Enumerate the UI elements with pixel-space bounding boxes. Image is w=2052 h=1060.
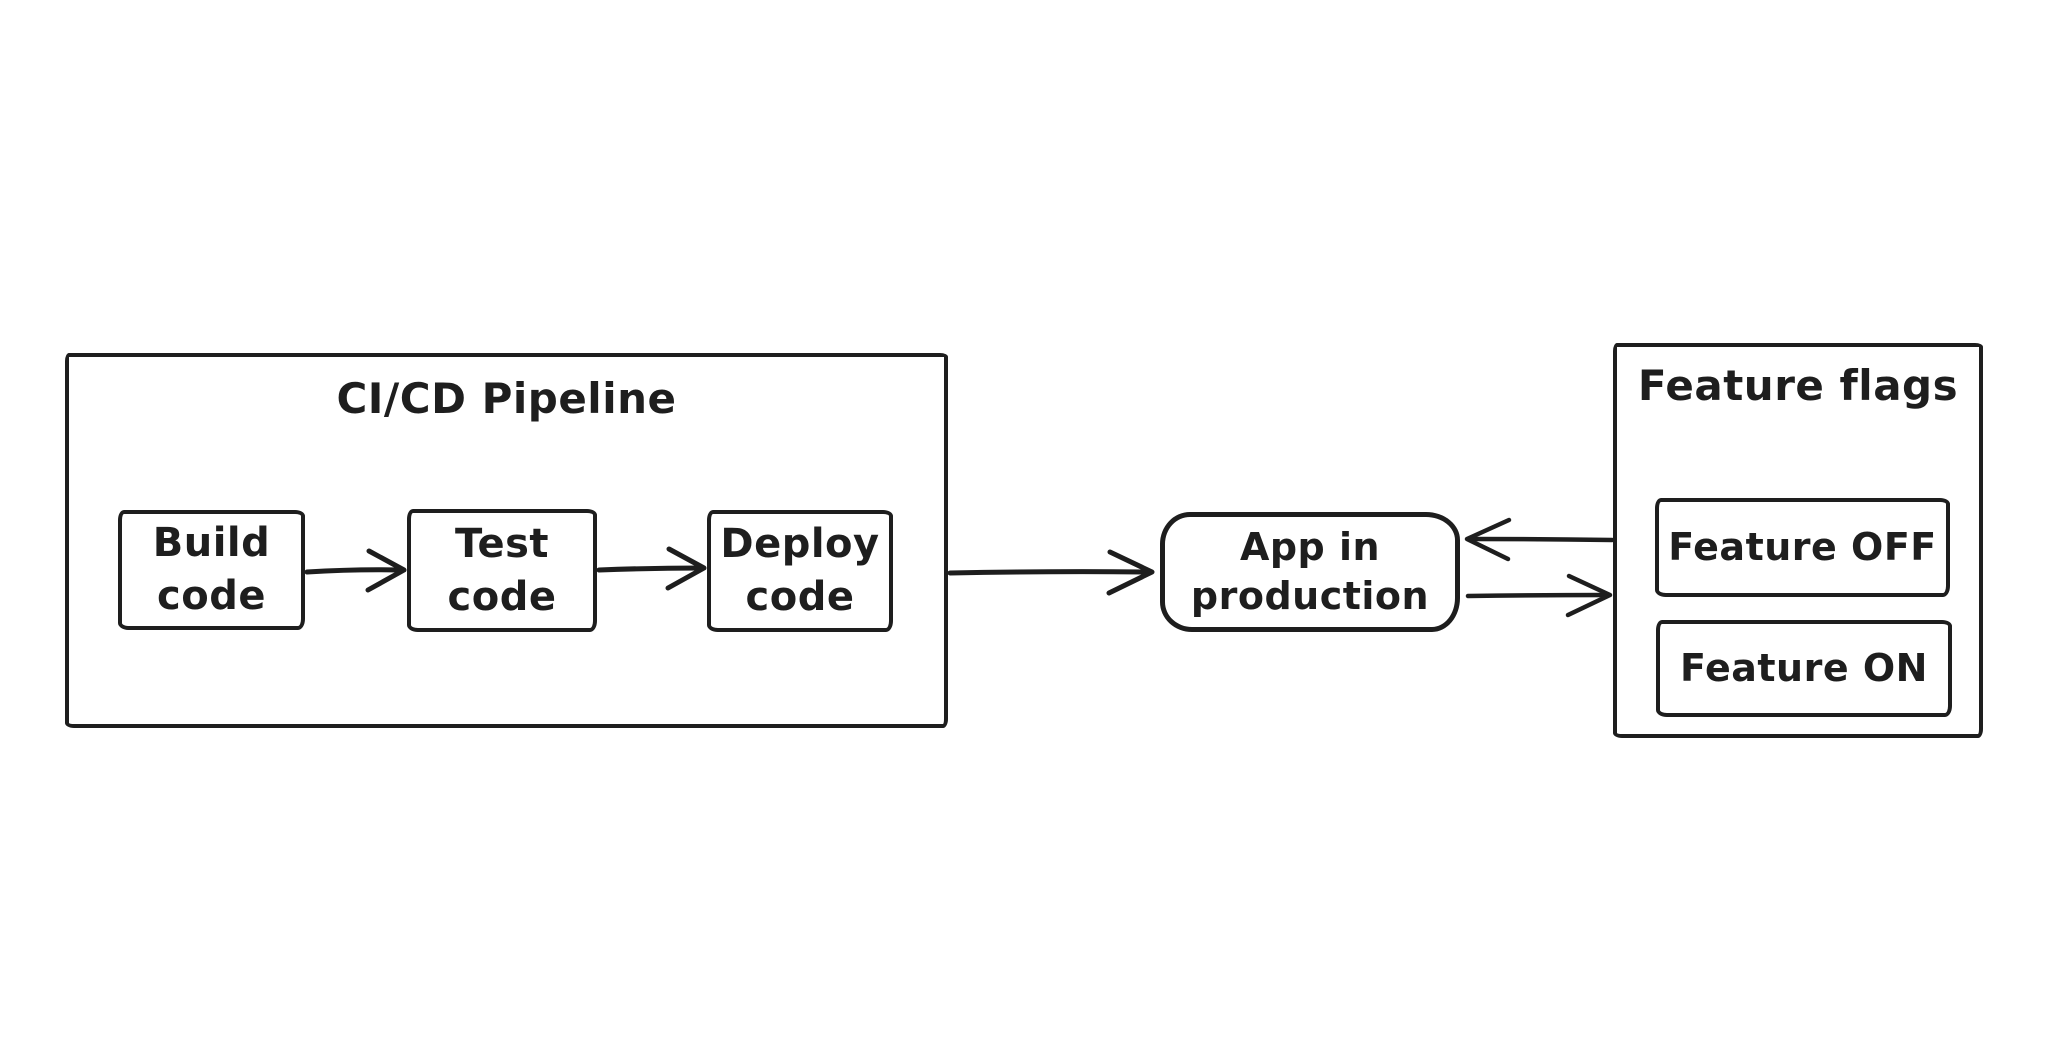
feature-flags-title-wrap: Feature flags (1617, 347, 1979, 410)
deploy-code-node: Deploy code (707, 510, 893, 632)
test-code-node: Test code (407, 509, 597, 632)
arrow-head-right-icon (1106, 549, 1155, 596)
app-in-production-node: App in production (1160, 512, 1460, 632)
feature-on-label: Feature ON (1680, 645, 1928, 690)
arrow-flags-to-app (1464, 517, 1615, 562)
pipeline-title: CI/CD Pipeline (336, 374, 677, 423)
arrow-shaft (1465, 592, 1609, 599)
build-code-label: Build code (152, 520, 271, 619)
arrow-shaft (1468, 536, 1615, 543)
arrow-shaft (947, 569, 1151, 576)
deploy-code-label: Deploy code (720, 521, 880, 620)
feature-flags-title: Feature flags (1637, 361, 1959, 410)
pipeline-title-wrap: CI/CD Pipeline (69, 357, 944, 423)
arrow-pipeline-to-app (947, 549, 1155, 596)
feature-on-node: Feature ON (1656, 620, 1952, 717)
build-code-node: Build code (118, 510, 305, 630)
feature-off-label: Feature OFF (1668, 524, 1937, 569)
arrow-head-right-icon (1565, 573, 1613, 618)
arrow-app-to-flags (1465, 573, 1613, 618)
arrow-head-left-icon (1464, 517, 1512, 562)
feature-off-node: Feature OFF (1655, 498, 1950, 597)
app-in-production-label: App in production (1190, 524, 1430, 618)
test-code-label: Test code (447, 520, 557, 620)
